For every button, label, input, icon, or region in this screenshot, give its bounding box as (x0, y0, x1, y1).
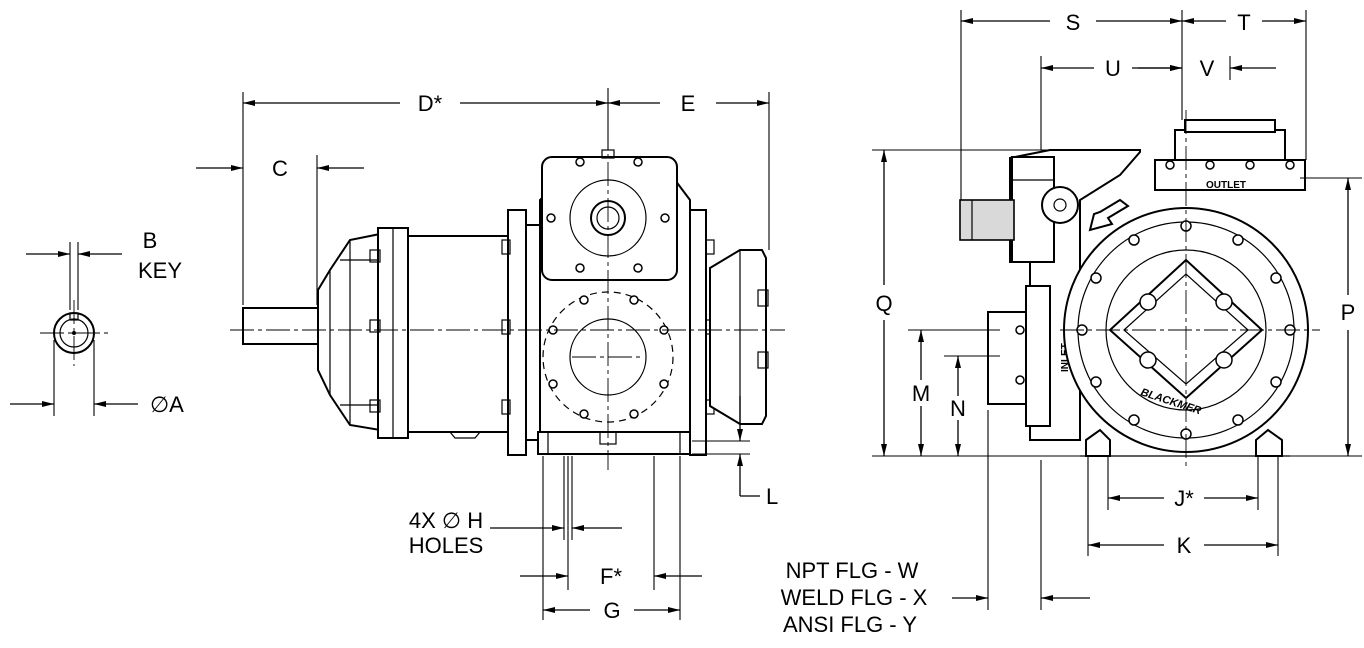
dimension-u: U (1040, 56, 1182, 150)
label-d: D* (418, 91, 443, 116)
label-f: F* (600, 564, 622, 589)
label-s: S (1066, 10, 1081, 35)
dimension-v: V (1138, 56, 1276, 81)
dimension-d: D* (242, 88, 609, 305)
label-holes-count: 4X ∅ H (409, 508, 483, 533)
dimension-p: P (1290, 177, 1362, 457)
dimension-m: M (908, 329, 1000, 456)
dimension-h-holes: 4X ∅ H HOLES (409, 456, 622, 558)
dimension-s: S (960, 10, 1183, 200)
inlet-marking: INLET (1060, 343, 1071, 372)
label-e: E (681, 91, 696, 116)
pump-side-view (230, 90, 785, 470)
dimension-j: J* (1107, 456, 1259, 511)
label-a: ∅A (150, 392, 184, 417)
label-k: K (1177, 533, 1192, 558)
dimension-c: C (196, 155, 364, 305)
dimension-a: ∅A (10, 340, 184, 417)
label-g: G (603, 598, 620, 623)
label-m: M (912, 381, 930, 406)
label-holes: HOLES (409, 533, 484, 558)
label-u: U (1105, 56, 1121, 81)
label-b: B (143, 228, 158, 253)
shaft-end-view (40, 300, 108, 366)
label-v: V (1200, 56, 1215, 81)
label-flange-npt: NPT FLG - W (786, 558, 919, 583)
dimension-t: T (1182, 10, 1307, 160)
dimension-b-key: B KEY (26, 228, 182, 310)
dimension-g: G (542, 456, 681, 623)
label-c: C (272, 156, 288, 181)
label-t: T (1237, 10, 1250, 35)
dimension-q: Q (872, 149, 1130, 457)
label-flange-ansi: ANSI FLG - Y (783, 612, 917, 637)
dimension-n: N (944, 355, 1000, 456)
label-p: P (1341, 300, 1356, 325)
dimension-l: L (692, 396, 778, 509)
label-q: Q (875, 291, 892, 316)
dimension-e: E (608, 91, 770, 250)
dimension-f: F* (520, 456, 702, 590)
label-j: J* (1174, 486, 1194, 511)
label-flange-weld: WELD FLG - X (781, 585, 928, 610)
label-l: L (766, 484, 778, 509)
label-key: KEY (138, 258, 182, 283)
dimension-flange-length: NPT FLG - W WELD FLG - X ANSI FLG - Y (781, 410, 1090, 637)
outlet-marking: OUTLET (1206, 180, 1246, 191)
label-n: N (950, 396, 966, 421)
pump-front-view: OUTLET INLET BLACKMER (959, 110, 1320, 470)
dimension-k: K (1087, 456, 1279, 558)
